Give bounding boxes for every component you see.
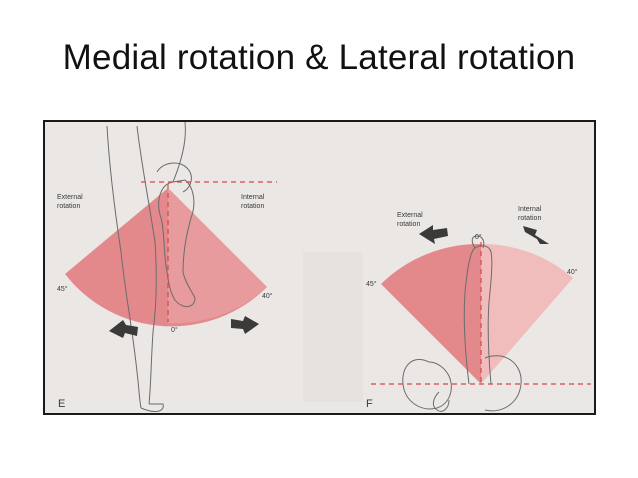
slide-title: Medial rotation & Lateral rotation (0, 38, 638, 78)
panel-letter-e: E (58, 398, 65, 410)
background-shade (303, 252, 363, 402)
angle-0-label-f: 0° (475, 233, 482, 241)
panel-letter-f: F (366, 398, 373, 410)
internal-label-e-line2: rotation (241, 203, 264, 210)
angle-45-label-f: 45° (366, 280, 377, 288)
angle-40-label-e: 40° (262, 292, 273, 300)
external-label-e-line2: rotation (57, 203, 80, 210)
external-label-f-line1: External (397, 212, 423, 219)
rotation-figure: External rotation Internal rotation 45° … (43, 120, 596, 415)
rotation-diagram: External rotation Internal rotation 45° … (45, 122, 594, 413)
internal-label-e-line1: Internal (241, 194, 265, 201)
external-label-f-line2: rotation (397, 221, 420, 228)
angle-40-label-f: 40° (567, 268, 578, 276)
angle-45-label-e: 45° (57, 285, 68, 293)
internal-label-f-line2: rotation (518, 215, 541, 222)
external-label-e-line1: External (57, 194, 83, 201)
internal-label-f-line1: Internal (518, 206, 542, 213)
angle-0-label-e: 0° (171, 326, 178, 334)
